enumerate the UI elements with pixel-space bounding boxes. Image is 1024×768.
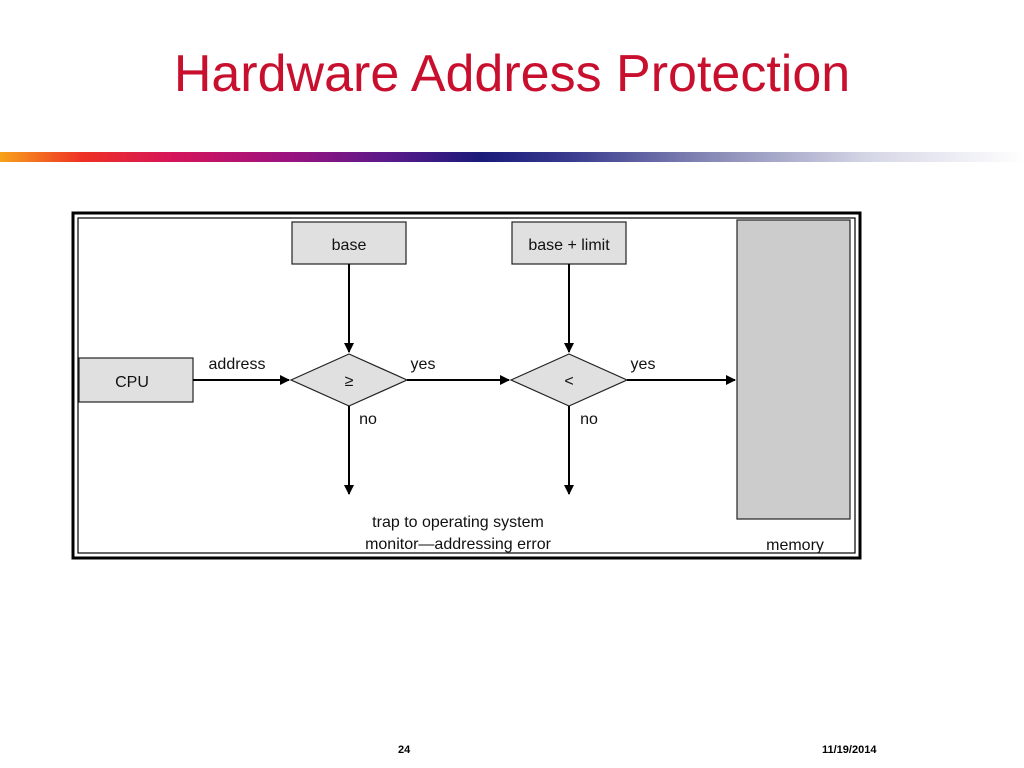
base-limit-label: base + limit — [528, 237, 610, 254]
cpu-box — [78, 357, 194, 403]
base-register-label: base — [332, 237, 367, 254]
diagram-frame-outer — [71, 211, 862, 560]
diagram-frame-inner — [77, 217, 856, 554]
no-label-1: no — [359, 411, 377, 428]
trap-text-line-2: monitor—addressing error — [365, 536, 552, 553]
trap-text-line-1: trap to operating system — [372, 514, 544, 531]
slide-date: 11/19/2014 — [822, 744, 877, 756]
yes-label-1: yes — [411, 356, 436, 373]
compare-ge-symbol: ≥ — [345, 373, 354, 390]
page-number: 24 — [398, 744, 411, 756]
compare-lt-symbol: < — [564, 373, 573, 390]
slide-title: Hardware Address Protection — [173, 45, 851, 103]
memory-label: memory — [766, 537, 824, 554]
yes-label-2: yes — [631, 356, 656, 373]
cpu-label: CPU — [115, 374, 149, 391]
no-label-2: no — [580, 411, 598, 428]
memory-block — [736, 219, 851, 520]
address-label: address — [209, 356, 266, 373]
base-register-box — [291, 221, 407, 265]
title-gradient-rule — [0, 152, 1024, 162]
